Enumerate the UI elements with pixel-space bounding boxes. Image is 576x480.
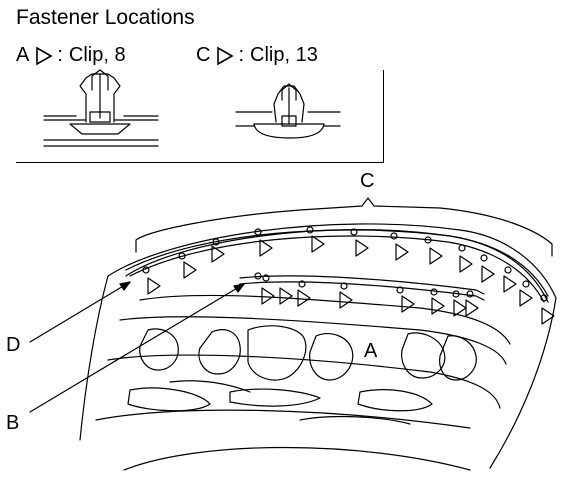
clip-marker-icon	[217, 46, 235, 65]
legend-letter: C	[196, 44, 211, 66]
legend-item-a: A : Clip, 8	[16, 44, 126, 67]
callout-b: B	[6, 412, 20, 434]
legend-text: Clip, 8	[68, 44, 126, 66]
upper-seal-strip	[125, 229, 549, 297]
clip-a-markers	[254, 272, 479, 317]
legend-separator: :	[57, 44, 63, 66]
clip-c-illustration	[235, 83, 341, 139]
legend-text: Clip, 13	[250, 44, 318, 66]
clip-marker-icon	[36, 46, 53, 65]
fastener-legend-panel	[16, 70, 384, 163]
callout-c: C	[360, 170, 375, 192]
callout-a: A	[364, 340, 378, 362]
leader-d	[29, 281, 131, 343]
lower-seal-strip	[239, 275, 485, 295]
legend-item-c: C : Clip, 13	[196, 44, 318, 67]
callout-d: D	[6, 334, 21, 356]
clip-c-markers	[142, 226, 555, 325]
c-bracket	[135, 197, 553, 257]
leader-b	[29, 283, 245, 413]
clip-a-illustration	[43, 69, 159, 147]
diagram-title: Fastener Locations	[16, 6, 195, 29]
legend-separator: :	[238, 44, 245, 66]
hood-outline	[107, 223, 557, 469]
legend-letter: A	[16, 44, 30, 66]
